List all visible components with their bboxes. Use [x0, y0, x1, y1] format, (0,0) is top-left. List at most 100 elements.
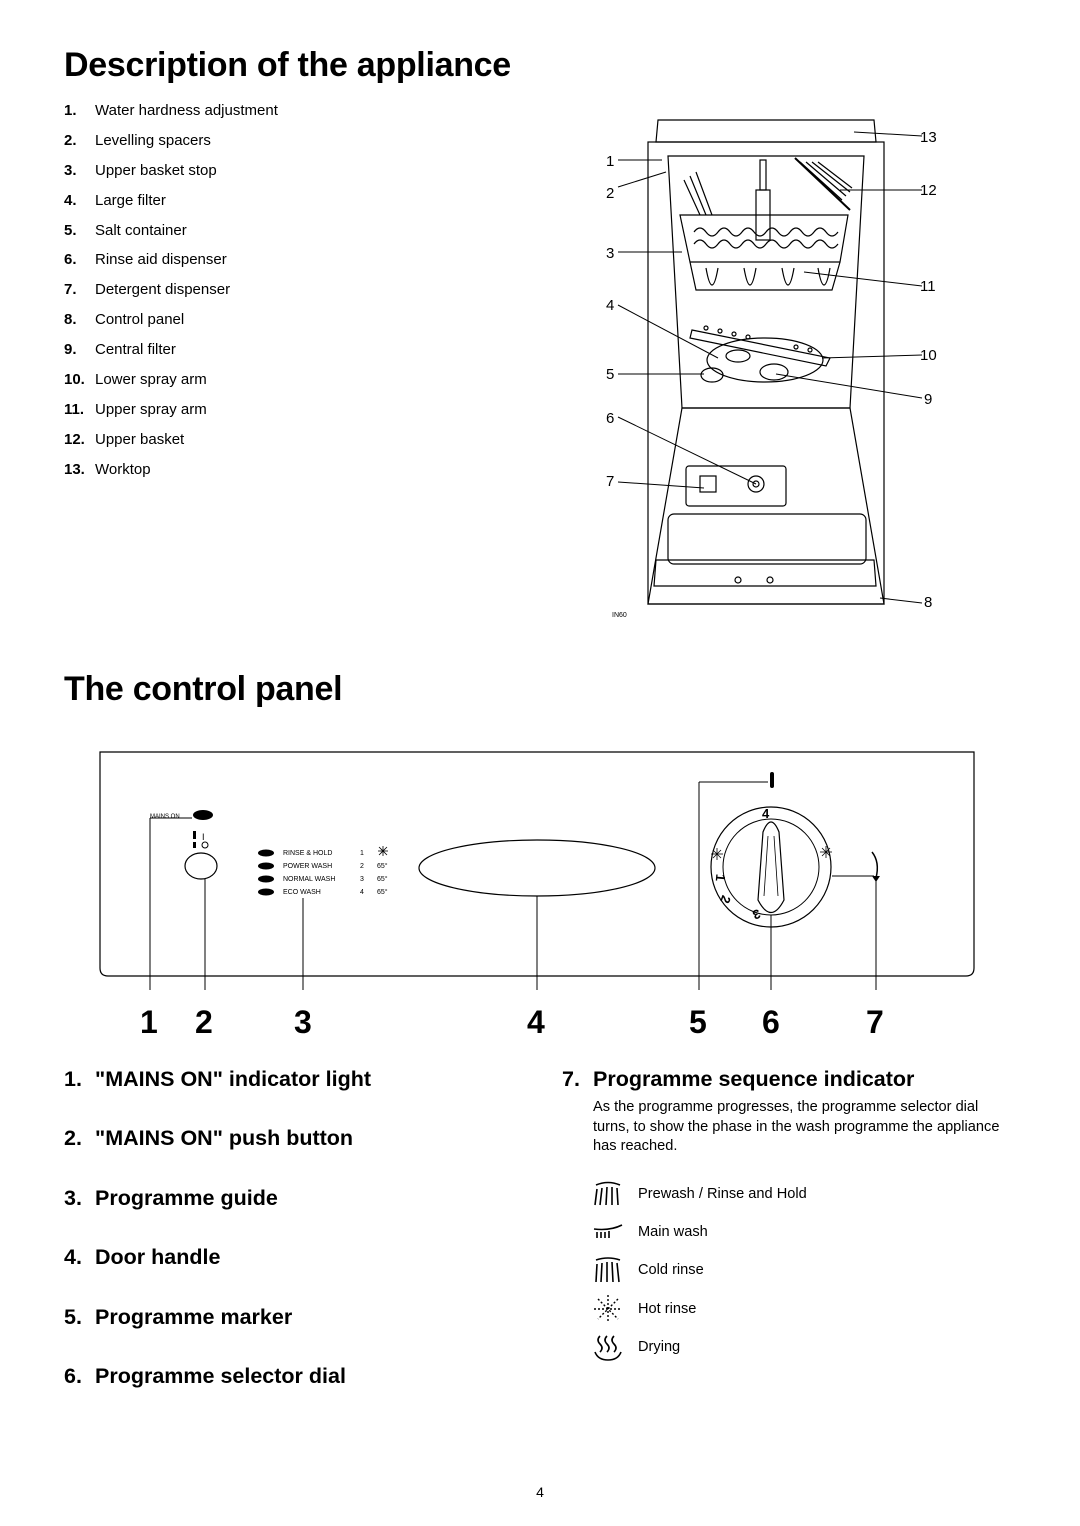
svg-text:I: I	[202, 832, 205, 842]
callout-9: 9	[924, 391, 932, 408]
svg-text:65°: 65°	[377, 888, 388, 896]
callout-1: 1	[606, 153, 614, 170]
part-number: 6.	[64, 251, 77, 269]
callout-12: 12	[920, 182, 937, 199]
item-label: "MAINS ON" indicator light	[95, 1067, 371, 1091]
programme-selector-dial: 4 3 2 1	[710, 806, 832, 928]
list-item: 6.Rinse aid dispenser	[64, 249, 364, 279]
legend-item: Cold rinse	[592, 1251, 807, 1289]
part-label: Salt container	[95, 221, 187, 239]
item-number: 2.	[64, 1126, 82, 1151]
part-number: 11.	[64, 400, 85, 418]
svg-text:ECO WASH: ECO WASH	[283, 889, 321, 896]
part-label: Upper spray arm	[95, 400, 207, 418]
part-number: 7.	[64, 281, 77, 299]
control-panel-diagram: MAINS ON I RINSE & HOLD POWER WASH NORMA…	[99, 751, 975, 990]
part-number: 3.	[64, 161, 77, 179]
callout-6: 6	[606, 410, 614, 427]
part-number: 5.	[64, 221, 77, 239]
diagram-code: IN60	[612, 612, 627, 619]
list-item: 6. Programme selector dial	[64, 1361, 371, 1420]
part-number: 9.	[64, 341, 77, 359]
part-label: Detergent dispenser	[95, 281, 231, 299]
callout-5: 5	[606, 366, 614, 383]
appliance-description-title: Description of the appliance	[64, 46, 511, 84]
item-label: Door handle	[95, 1245, 221, 1270]
part-label: Upper basket	[95, 430, 185, 448]
programme-marker	[770, 772, 774, 788]
part-label: Central filter	[95, 341, 176, 359]
legend-label: Hot rinse	[638, 1300, 697, 1317]
panel-number: 7	[866, 1004, 884, 1040]
hot-rinse-small-icon	[378, 846, 388, 856]
part-number: 10.	[64, 371, 85, 389]
legend-label: Main wash	[638, 1224, 708, 1241]
list-item: 1. "MAINS ON" indicator light	[64, 1064, 371, 1123]
part-number: 1.	[64, 102, 77, 119]
part-number: 13.	[64, 460, 85, 478]
panel-number: 5	[689, 1004, 707, 1040]
mains-on-text: MAINS ON	[150, 814, 180, 820]
svg-text:POWER WASH: POWER WASH	[283, 863, 332, 870]
cold-rinse-icon	[595, 1257, 621, 1283]
sequence-indicator-heading: 7. Programme sequence indicator	[562, 1064, 1022, 1094]
list-item: 5.Programme marker	[64, 1302, 371, 1361]
door-handle	[418, 839, 656, 897]
list-item: 5. Salt container	[64, 220, 364, 250]
list-item: 12.Upper basket	[64, 429, 364, 459]
svg-text:65°: 65°	[377, 862, 388, 870]
item-label: Programme selector dial	[95, 1363, 346, 1388]
item-label: Programme sequence indicator	[593, 1067, 915, 1091]
callout-11: 11	[920, 278, 936, 295]
legend-label: Prewash / Rinse and Hold	[638, 1186, 807, 1203]
svg-text:3: 3	[751, 906, 763, 923]
legend-label: Drying	[638, 1338, 681, 1355]
parts-list: 1. Water hardness adjustment 2.Levelling …	[64, 100, 364, 489]
callout-2: 2	[606, 185, 614, 202]
power-switch-icon: I	[193, 831, 209, 849]
svg-text:4: 4	[762, 806, 770, 821]
part-number: 2.	[64, 131, 77, 149]
list-item: 4. Door handle	[64, 1242, 371, 1301]
sequence-indicator-description: As the programme progresses, the program…	[593, 1099, 1000, 1154]
page-number: 4	[536, 1484, 544, 1500]
panel-number: 1	[140, 1004, 158, 1040]
part-label: Water hardness adjustment	[95, 102, 278, 119]
callout-8: 8	[924, 594, 932, 611]
hot-rinse-icon	[594, 1294, 622, 1323]
list-item: 4. Large filter	[64, 190, 364, 220]
list-item: 8.Control panel	[64, 309, 364, 339]
svg-text:1: 1	[360, 850, 364, 857]
mains-on-push-button	[184, 852, 218, 880]
item-number: 6.	[64, 1363, 82, 1388]
callout-13: 13	[920, 129, 937, 146]
svg-text:2: 2	[360, 863, 364, 870]
item-number: 1.	[64, 1067, 82, 1091]
item-number: 4.	[64, 1245, 82, 1270]
list-item: 2."MAINS ON" push button	[64, 1123, 371, 1182]
panel-number: 6	[762, 1004, 780, 1040]
legend-item: Main wash	[592, 1213, 807, 1251]
part-label: Worktop	[95, 460, 151, 478]
control-items-list: 1. "MAINS ON" indicator light 2."MAINS ON…	[64, 1064, 371, 1420]
legend-item: Hot rinse	[592, 1290, 807, 1328]
part-number: 8.	[64, 311, 77, 329]
list-item: 7. Detergent dispenser	[64, 279, 364, 309]
legend-item: Prewash / Rinse and Hold	[592, 1175, 807, 1213]
part-label: Large filter	[95, 191, 166, 209]
svg-text:4: 4	[360, 889, 364, 896]
panel-number: 2	[195, 1004, 213, 1040]
panel-number: 4	[527, 1004, 545, 1040]
legend-label: Cold rinse	[638, 1262, 704, 1279]
list-item: 11. Upper spray arm	[64, 399, 364, 429]
list-item: 3.Upper basket stop	[64, 160, 364, 190]
phase-legend: Prewash / Rinse and Hold Main wash Cold …	[592, 1175, 807, 1366]
part-number: 4.	[64, 191, 77, 209]
list-item: 2.Levelling spacers	[64, 130, 364, 160]
item-number: 7.	[562, 1067, 580, 1091]
main-wash-icon	[593, 1224, 623, 1239]
item-number: 3.	[64, 1185, 82, 1210]
item-label: Programme guide	[95, 1185, 278, 1210]
dishwasher-diagram: 1 2 3 4 5 6 7 13 12 11 10 9 8 IN60	[606, 119, 937, 619]
mains-on-light-icon	[193, 810, 213, 820]
